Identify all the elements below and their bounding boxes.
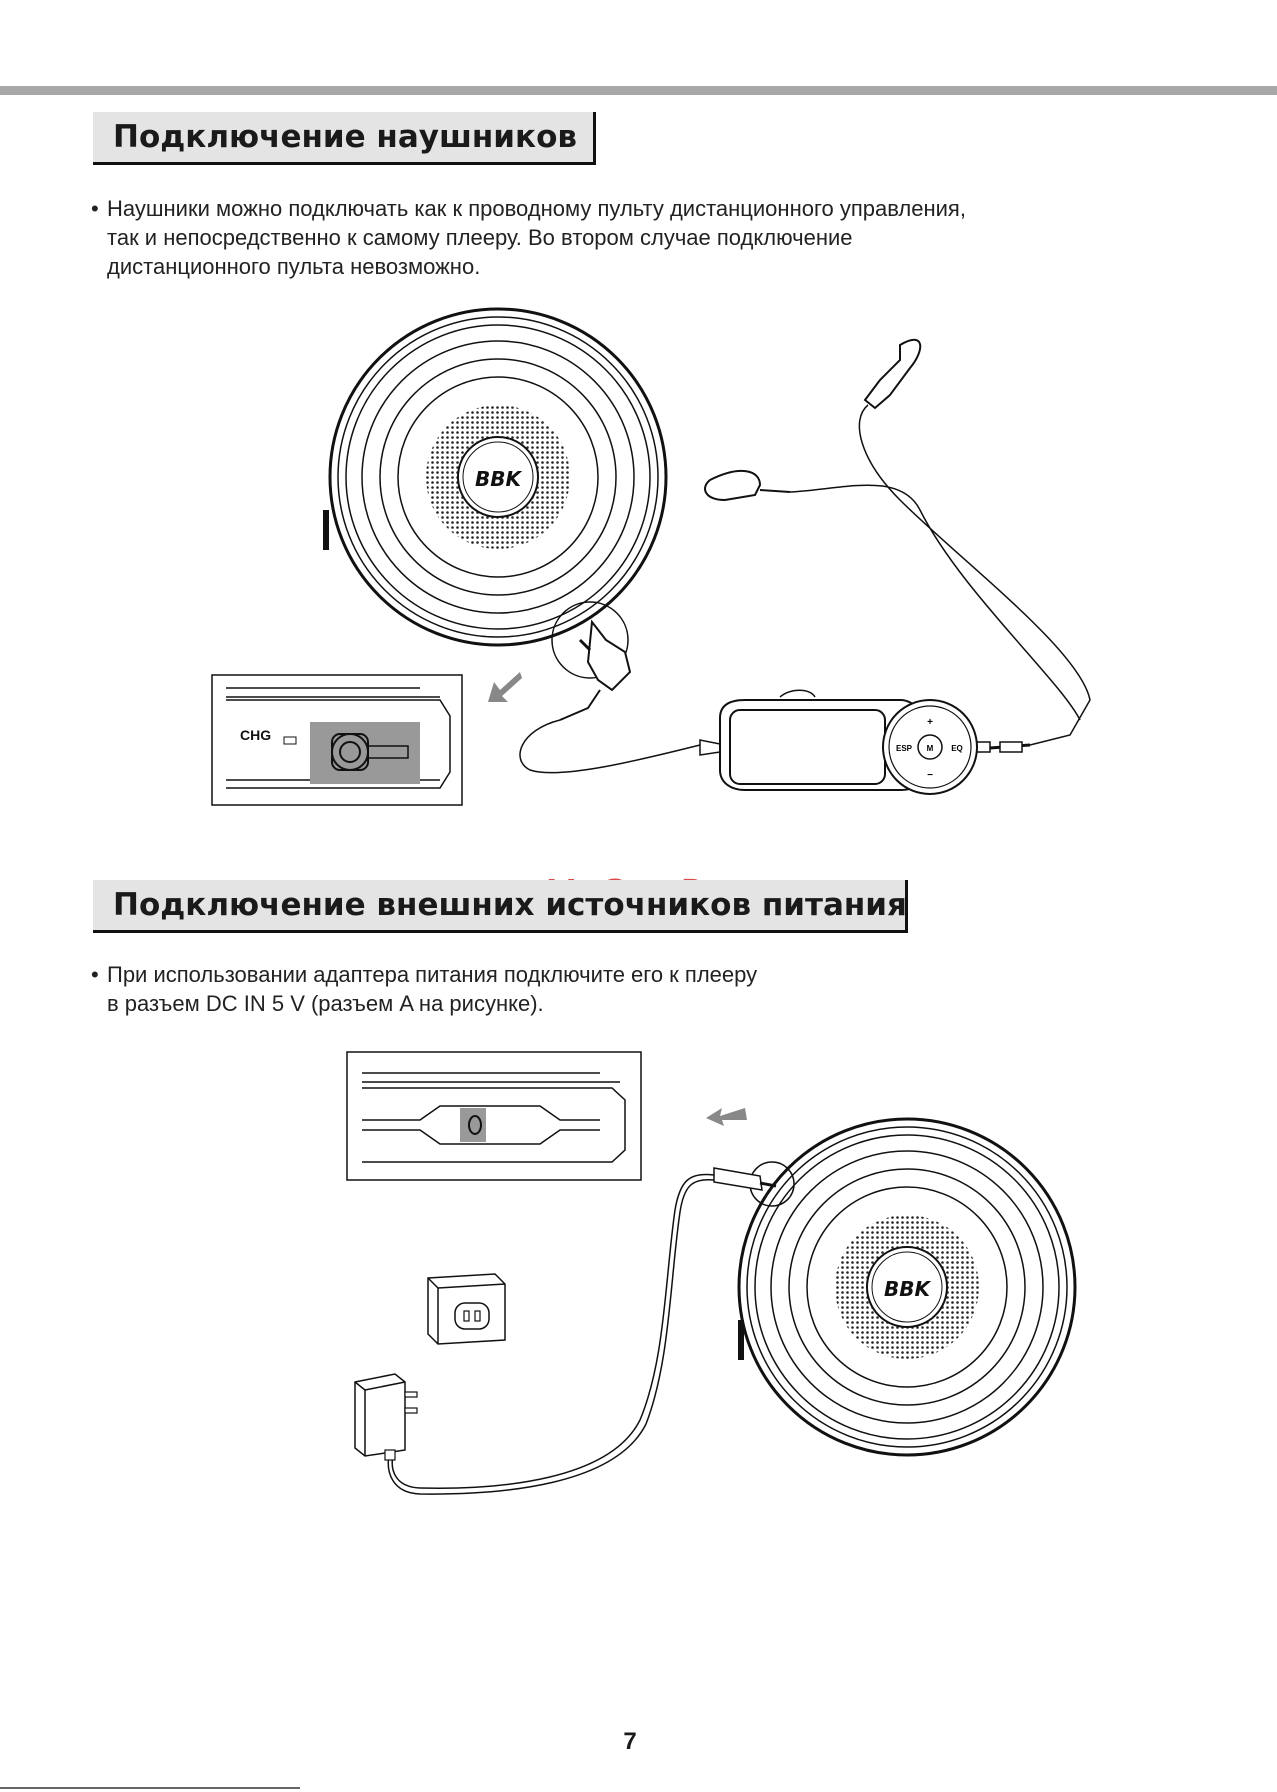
paragraph-line: в разъем DC IN 5 V (разъем A на рисунке)… (107, 991, 544, 1016)
remote-esp-button: ESP (896, 744, 913, 753)
arrow-icon (706, 1108, 747, 1126)
paragraph-line: Наушники можно подключать как к проводно… (107, 196, 966, 221)
dc-jack-detail-inset (346, 1051, 642, 1181)
jack-detail-inset: CHG (211, 674, 463, 806)
power-adapter-illustration (354, 1373, 418, 1461)
paragraph-line: так и непосредственно к самому плееру. В… (107, 225, 853, 250)
cd-player-illustration: BBK (323, 307, 668, 647)
bbk-logo: BBK (475, 467, 522, 491)
section-heading-headphones: Подключение наушников (93, 112, 596, 165)
arrow-icon (488, 672, 522, 702)
power-cable (387, 1167, 777, 1495)
paragraph-line: При использовании адаптера питания подкл… (107, 962, 758, 987)
chg-label: CHG (240, 727, 271, 743)
headphones-paragraph: • Наушники можно подключать как к провод… (91, 194, 966, 281)
remote-minus-button: − (927, 770, 933, 781)
remote-m-button: M (927, 744, 934, 753)
jack-highlight-circle (551, 601, 629, 679)
paragraph-line: дистанционного пульта невозможно. (107, 254, 481, 279)
remote-plus-button: + (927, 717, 933, 728)
headphone-plug (559, 619, 632, 721)
power-paragraph: • При использовании адаптера питания под… (91, 960, 758, 1018)
bullet-mark: • (91, 196, 99, 221)
page-number: 7 (623, 1728, 637, 1755)
bullet-mark: • (91, 962, 99, 987)
remote-eq-button: EQ (951, 744, 963, 753)
remote-control-illustration: M ESP EQ + − (519, 689, 991, 795)
wall-socket-illustration (427, 1273, 506, 1345)
headphones-illustration (704, 338, 1091, 753)
cd-player-illustration: BBK (737, 1117, 1077, 1457)
top-rule (0, 86, 1277, 95)
bbk-logo: BBK (884, 1277, 931, 1301)
bottom-rule (0, 1787, 300, 1789)
section-heading-power: Подключение внешних источников питания (93, 880, 908, 933)
